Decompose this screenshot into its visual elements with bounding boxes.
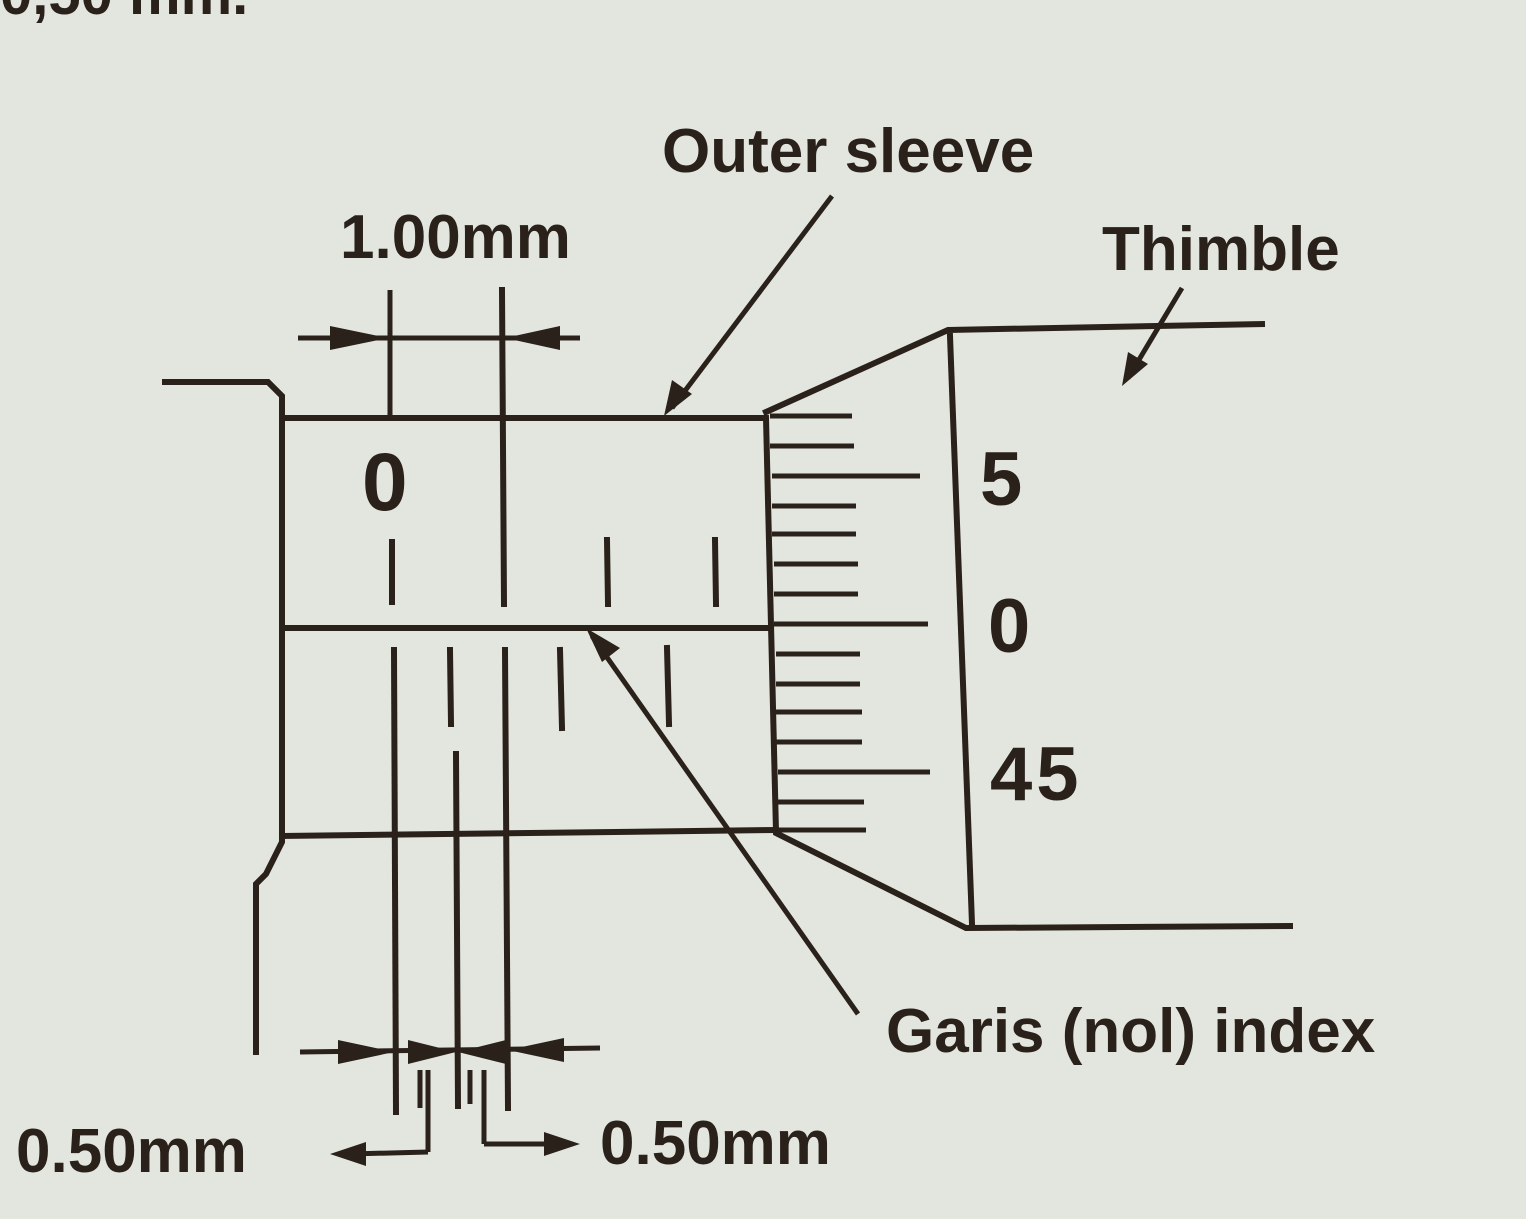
thimble-label: Thimble: [1102, 215, 1340, 284]
sleeve-upper-ticks: [389, 286, 720, 608]
half-pitch-label-left: 0.50mm: [16, 1117, 247, 1186]
arrowhead: [664, 380, 692, 416]
sleeve-tick: [501, 646, 512, 1112]
sleeve-tick: [390, 646, 400, 1116]
thimble-scale-edge: [946, 332, 976, 928]
thimble-top-edge: [762, 320, 1266, 416]
outer-sleeve-label: Outer sleeve: [662, 117, 1034, 186]
arrowhead: [586, 628, 620, 662]
top-text-fragment: 0,50 mm.: [0, 0, 248, 27]
half-pitch-dimension: 0.50mm 0.50mm: [16, 1038, 831, 1186]
thimble-callout: Thimble: [1102, 215, 1340, 386]
arrowhead: [1122, 352, 1148, 386]
arrowhead: [508, 1038, 564, 1062]
arrowhead: [544, 1132, 580, 1156]
pitch-label: 1.00mm: [340, 203, 571, 272]
half-pitch-label-right: 0.50mm: [600, 1109, 831, 1178]
sleeve-tick: [498, 286, 508, 608]
outer-sleeve-callout: Outer sleeve: [662, 117, 1034, 416]
thimble-number: 5: [980, 437, 1022, 522]
leader-line: [589, 634, 861, 1016]
sleeve-tick: [446, 646, 455, 728]
sleeve-tick: [603, 536, 612, 608]
sleeve-lower-ticks: [390, 644, 673, 1116]
thimble-ticks: [770, 413, 930, 833]
thimble-bottom-edge: [773, 829, 1294, 932]
sleeve-zero-label: 0: [362, 437, 408, 528]
pitch-dimension: 1.00mm: [298, 203, 580, 420]
sleeve-tick: [452, 750, 462, 1110]
outer-sleeve-body: [278, 414, 780, 840]
thimble-bevel-edge: [762, 414, 780, 836]
sleeve-tick: [663, 644, 673, 728]
arrowhead: [330, 326, 388, 350]
thimble-numbers: 5 0 45: [980, 437, 1083, 817]
sleeve-tick: [711, 536, 720, 608]
index-line-callout: Garis (nol) index: [586, 628, 1376, 1066]
leader-line: [670, 194, 834, 410]
sleeve-bottom-edge: [278, 826, 780, 840]
thimble-number: 0: [988, 584, 1030, 669]
sleeve-tick: [556, 646, 566, 732]
arrowhead: [458, 1040, 506, 1064]
thimble-number: 45: [990, 732, 1083, 817]
arrowhead: [330, 1142, 366, 1166]
frame-outline: [162, 379, 285, 1055]
arrowhead: [338, 1040, 394, 1064]
index-line-label: Garis (nol) index: [886, 997, 1376, 1066]
arrowhead: [505, 326, 560, 350]
arrowhead: [408, 1040, 456, 1064]
